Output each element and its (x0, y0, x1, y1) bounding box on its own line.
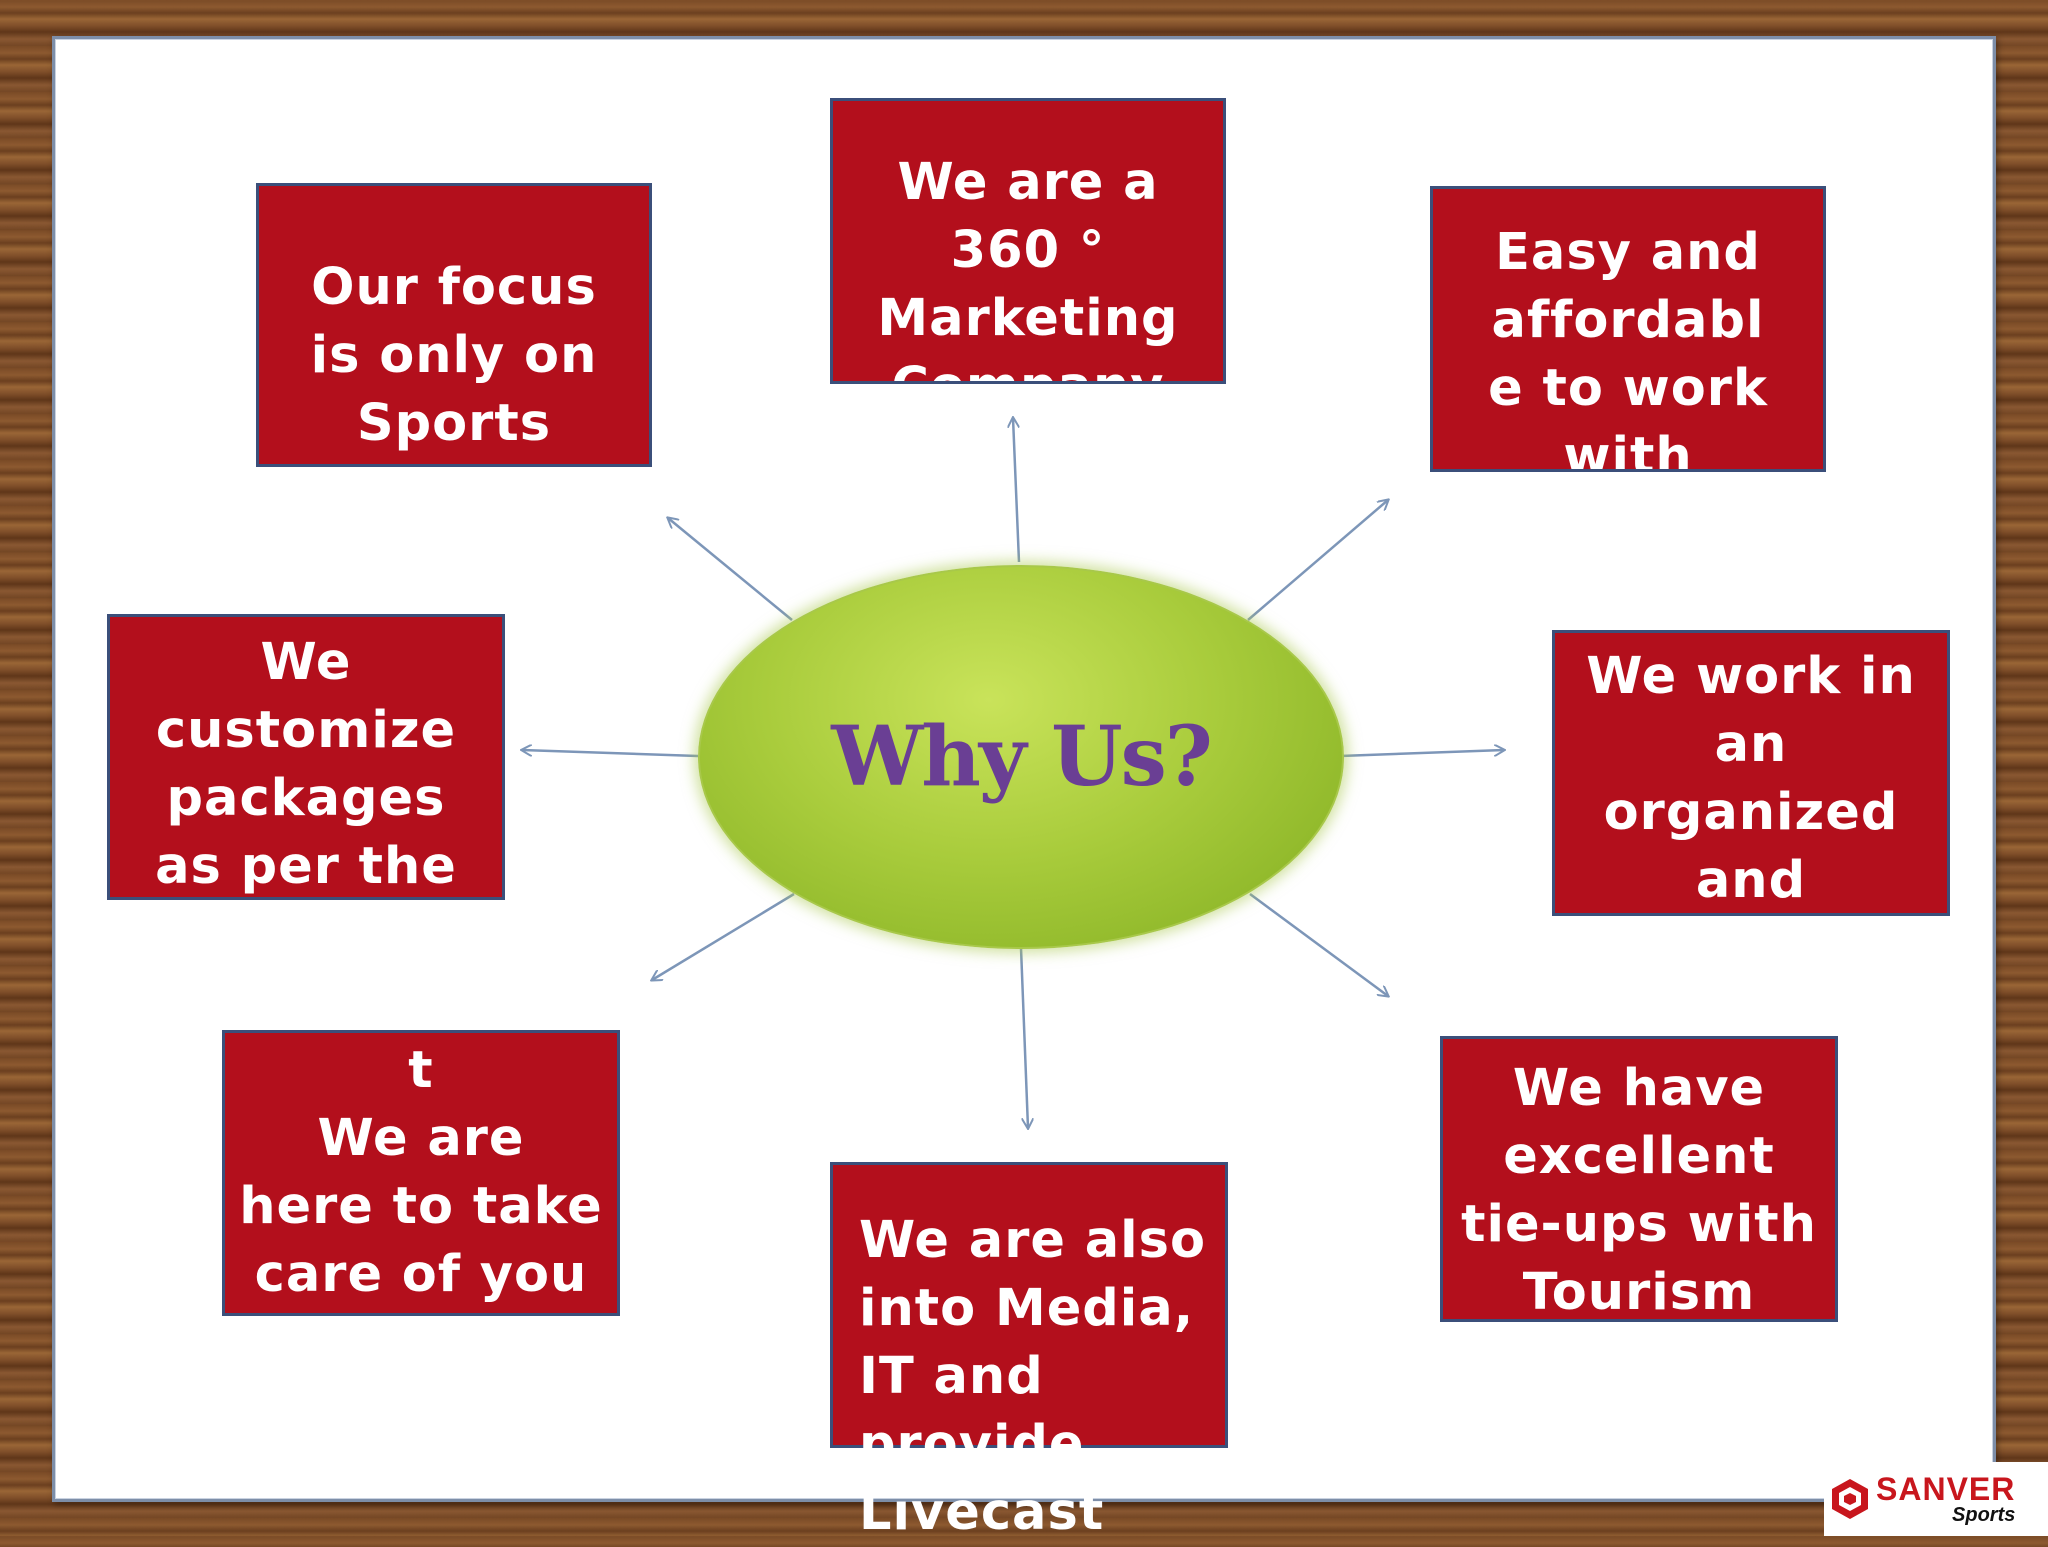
box-take-care-text: t We are here to take care of you (239, 1041, 603, 1304)
box-360-marketing: We are a 360 ° Marketing Company (830, 98, 1226, 384)
box-tourism: We have excellent tie-ups with Tourism (1440, 1036, 1838, 1322)
sanver-logo: SANVER Sports (1824, 1462, 2048, 1536)
box-media-it-text: We are also into Media, IT and provide L… (859, 1211, 1206, 1542)
box-customize-packages-text: We customize packages as per the (155, 633, 457, 896)
why-us-ellipse: Why Us? (698, 565, 1344, 949)
arrow-bottom-right (1249, 892, 1388, 996)
box-take-care: t We are here to take care of you (222, 1030, 620, 1316)
box-organized: We work in an organized and (1552, 630, 1950, 916)
hexagon-logo-icon (1832, 1479, 1868, 1519)
arrow-top-left (668, 518, 793, 621)
arrow-top-center (1013, 418, 1021, 563)
arrow-top-right (1247, 500, 1388, 621)
arrow-mid-right (1339, 750, 1504, 758)
box-easy-affordable: Easy and affordabl e to work with (1430, 186, 1826, 472)
why-us-label: Why Us? (831, 709, 1213, 805)
box-organized-text: We work in an organized and (1586, 647, 1916, 910)
overflow-fragment: manner (1648, 1000, 1838, 1036)
box-360-marketing-text: We are a 360 ° Marketing Company (877, 153, 1179, 381)
arrow-bottom-left (652, 892, 795, 980)
box-customize-packages: We customize packages as per the (107, 614, 505, 900)
box-sports-focus: Our focus is only on Sports (256, 183, 652, 467)
box-sports-focus-text: Our focus is only on Sports (310, 258, 598, 453)
arrow-mid-left (522, 750, 699, 758)
box-tourism-text: We have excellent tie-ups with Tourism (1461, 1059, 1817, 1322)
box-media-it: We are also into Media, IT and provide L… (830, 1162, 1228, 1542)
overflow-fragment-text: manner (1648, 1000, 1838, 1034)
logo-sub: Sports (1952, 1504, 2016, 1526)
box-easy-affordable-text: Easy and affordabl e to work with (1488, 223, 1768, 472)
arrow-bottom-center (1019, 947, 1028, 1128)
logo-brand: SANVER (1876, 1471, 2016, 1507)
